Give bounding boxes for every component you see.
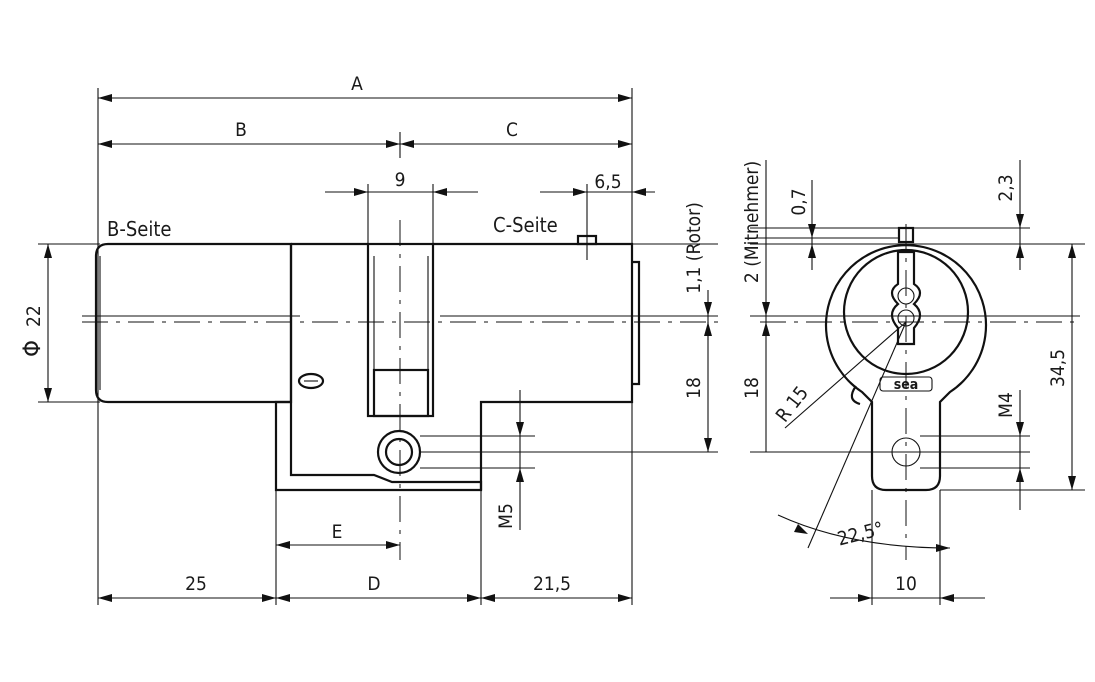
dim-0-7: 0,7 bbox=[788, 188, 810, 215]
dim-r15: R 15 bbox=[772, 382, 813, 426]
dim-angle: 22,5° bbox=[835, 518, 886, 551]
dim-diameter-22: Φ 22 bbox=[18, 305, 46, 357]
dim-21-5: 21,5 bbox=[533, 573, 571, 595]
b-side-body bbox=[94, 242, 293, 404]
c-side-end-cap bbox=[632, 260, 641, 386]
dim-9: 9 bbox=[395, 169, 406, 191]
dim-b: B bbox=[235, 119, 247, 141]
dim-c: C bbox=[506, 119, 518, 141]
end-profile bbox=[824, 244, 988, 492]
extension-lines-side bbox=[38, 88, 718, 605]
diameter-value: 22 bbox=[23, 305, 45, 327]
dim-25: 25 bbox=[185, 573, 207, 595]
dim-6-5: 6,5 bbox=[594, 171, 621, 193]
dimension-lines-end bbox=[762, 160, 1076, 602]
dim-mitnehmer: 2 (Mitnehmer) bbox=[741, 161, 763, 283]
rotor-circle bbox=[842, 248, 970, 376]
side-view bbox=[82, 184, 718, 560]
dim-10: 10 bbox=[895, 573, 917, 595]
dim-rotor: 1,1 (Rotor) bbox=[683, 202, 705, 294]
diameter-symbol: Φ bbox=[18, 340, 46, 357]
dim-m5: M5 bbox=[495, 503, 517, 529]
dim-18-side: 18 bbox=[683, 377, 705, 399]
c-side-body bbox=[433, 242, 634, 490]
keyway bbox=[890, 250, 922, 346]
dim-18-end: 18 bbox=[741, 377, 763, 399]
end-bump bbox=[850, 385, 861, 406]
screw-hole-outer bbox=[376, 429, 422, 475]
label-c-seite: C-Seite bbox=[493, 213, 558, 237]
dim-a: A bbox=[351, 73, 363, 95]
dim-2-3: 2,3 bbox=[995, 174, 1017, 201]
dim-34-5: 34,5 bbox=[1047, 349, 1069, 387]
central-housing bbox=[274, 242, 483, 492]
label-b-seite: B-Seite bbox=[107, 217, 171, 241]
dim-m4: M4 bbox=[995, 392, 1017, 418]
dim-e: E bbox=[332, 521, 343, 543]
extension-lines-end bbox=[750, 227, 1085, 605]
lock-mark bbox=[297, 372, 325, 390]
cam bbox=[372, 368, 430, 418]
radius-line bbox=[784, 321, 907, 429]
dim-d: D bbox=[367, 573, 380, 595]
screw-hole-inner bbox=[384, 437, 414, 467]
dimension-lines-side bbox=[44, 94, 712, 602]
angle-arc bbox=[777, 514, 951, 549]
angle-line bbox=[807, 321, 907, 549]
